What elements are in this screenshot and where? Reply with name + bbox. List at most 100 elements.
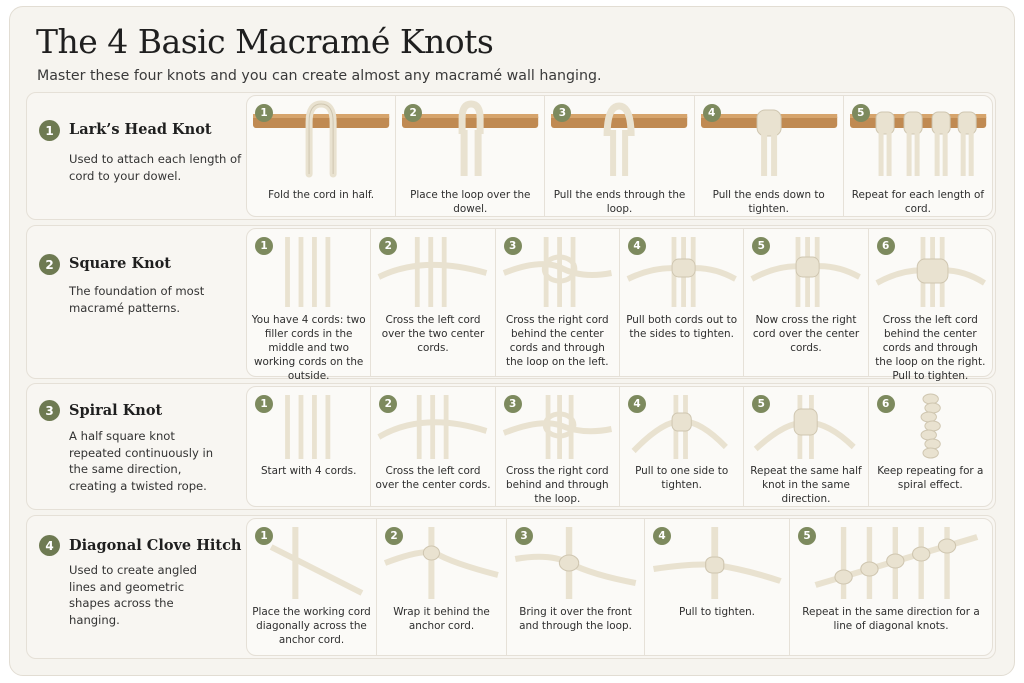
step-illustration	[624, 233, 739, 309]
step-number-badge: 6	[876, 395, 895, 413]
step-number-badge: 1	[255, 237, 273, 255]
step-illustration	[748, 391, 863, 461]
knot-steps: 1 Fold the cord in half. 2	[246, 95, 993, 217]
knot-row-square: 2 Square Knot The foundation of most mac…	[26, 225, 996, 382]
knot-steps: 1 You have 4 cords: two filler cords in …	[246, 228, 993, 382]
step-illustration	[873, 391, 988, 461]
step-panel: 6 Keep repeating for a spiral effect.	[869, 387, 992, 506]
step-panel: 2 Cross the left cord over the center co…	[371, 387, 496, 506]
knot-description: A half square knot repeated continuously…	[69, 429, 214, 493]
step-panel: 3 Bring it over the front and through th…	[507, 519, 645, 655]
step-number-badge: 2	[385, 527, 403, 545]
step-caption: Pull to one side to tighten.	[635, 465, 729, 491]
step-number-badge: 6	[876, 237, 895, 255]
step-panel: 3 Cross the right cord behind and throug…	[496, 387, 620, 506]
knot-row-diagonal-clove-hitch: 4 Diagonal Clove Hitch Used to create an…	[26, 515, 996, 659]
step-panel: 4 Pull to tighten.	[645, 519, 790, 655]
step-panel: 1 Start with 4 cords.	[247, 387, 372, 506]
step-panel: 2 Wrap it behind the anchor cord.	[377, 519, 507, 655]
step-caption: Repeat for each length of cord.	[851, 189, 985, 215]
step-number-badge: 5	[752, 237, 771, 255]
step-caption: Place the working cord diagonally across…	[252, 606, 371, 646]
step-caption: Repeat in the same direction for a line …	[802, 606, 980, 632]
step-panel: 4 Pull both cords out to the sides to ti…	[620, 229, 745, 376]
knot-steps: 1 Place the working cord diagonally acro…	[246, 518, 993, 656]
step-illustration	[649, 523, 785, 601]
step-caption: Pull the ends down to tighten.	[712, 189, 825, 215]
step-panel: 1 Place the working cord diagonally acro…	[247, 519, 377, 655]
step-illustration	[699, 100, 839, 178]
step-panel: 5 Now cross the right cord over the cent…	[744, 229, 869, 376]
knot-number-badge: 3	[39, 400, 60, 421]
step-illustration	[251, 100, 391, 178]
step-caption: Cross the right cord behind the center c…	[506, 314, 609, 368]
knot-description: Used to create angled lines and geometri…	[69, 563, 198, 627]
step-illustration	[873, 233, 988, 309]
step-panel: 3 Cross the right cord behind the center…	[496, 229, 620, 376]
step-caption: Cross the right cord behind and through …	[506, 465, 609, 505]
step-panel: 1 You have 4 cords: two filler cords in …	[247, 229, 372, 382]
step-illustration	[381, 523, 502, 601]
step-panel: 2 Place the loop over the dowel.	[396, 96, 546, 216]
step-number-badge: 1	[255, 527, 273, 545]
step-number-badge: 3	[503, 237, 522, 255]
knot-row-spiral: 3 Spiral Knot A half square knot repeate…	[26, 383, 996, 510]
step-caption: Repeat the same half knot in the same di…	[750, 465, 862, 505]
step-number-badge: 2	[379, 237, 398, 255]
step-illustration	[400, 100, 540, 178]
knot-steps: 1 Start with 4 cords. 2 Cross the left c…	[246, 386, 993, 507]
knot-number-badge: 4	[39, 535, 60, 556]
step-caption: Bring it over the front and through the …	[519, 606, 632, 632]
step-caption: Start with 4 cords.	[260, 465, 357, 477]
knot-title: Diagonal Clove Hitch	[69, 537, 242, 554]
step-illustration	[624, 391, 739, 461]
knot-description: The foundation of most macramé patterns.	[69, 284, 205, 315]
step-panel: 1 Fold the cord in half.	[247, 96, 397, 216]
step-illustration	[251, 233, 366, 309]
step-number-badge: 1	[255, 395, 273, 413]
step-panel: 3 Pull the ends through the loop.	[545, 96, 695, 216]
step-illustration	[511, 523, 640, 601]
step-caption: You have 4 cords: two filler cords in th…	[251, 314, 366, 382]
step-number-badge: 4	[627, 237, 646, 255]
step-illustration	[251, 391, 366, 461]
step-caption: Wrap it behind the anchor cord.	[393, 606, 490, 632]
step-number-badge: 2	[404, 104, 423, 122]
step-illustration	[375, 391, 490, 461]
step-caption: Cross the left cord behind the center co…	[875, 314, 986, 382]
page-title: The 4 Basic Macramé Knots	[36, 22, 494, 61]
step-caption: Keep repeating for a spiral effect.	[877, 465, 984, 491]
knot-description: Used to attach each length of cord to yo…	[69, 152, 242, 183]
step-caption: Pull to tighten.	[679, 606, 755, 618]
step-panel: 4 Pull the ends down to tighten.	[695, 96, 844, 216]
step-caption: Cross the left cord over the center cord…	[375, 465, 491, 491]
step-caption: Fold the cord in half.	[268, 189, 375, 201]
knot-row-larks-head: 1 Lark’s Head Knot Used to attach each l…	[26, 92, 996, 220]
step-panel: 5 Repeat for each leng	[844, 96, 992, 216]
step-illustration	[794, 523, 988, 601]
step-panel: 5 Repeat the same half knot in the same …	[744, 387, 869, 506]
step-illustration	[500, 233, 615, 309]
step-number-badge: 4	[702, 104, 721, 122]
knot-title: Square Knot	[69, 255, 171, 272]
step-illustration	[549, 100, 689, 178]
step-illustration	[500, 391, 615, 461]
step-panel: 4 Pull to one side to tighten.	[620, 387, 745, 506]
step-number-badge: 2	[379, 395, 398, 413]
step-caption: Pull the ends through the loop.	[553, 189, 686, 215]
step-illustration	[251, 523, 372, 601]
step-number-badge: 3	[515, 527, 533, 545]
step-caption: Pull both cords out to the sides to tigh…	[626, 314, 738, 340]
step-panel: 5 Repeat in the same directio	[790, 519, 992, 655]
page-subtitle: Master these four knots and you can crea…	[37, 68, 602, 84]
step-number-badge: 5	[851, 104, 870, 122]
step-caption: Now cross the right cord over the center…	[752, 314, 860, 354]
knot-title: Lark’s Head Knot	[69, 121, 212, 138]
step-caption: Cross the left cord over the two center …	[381, 314, 485, 354]
step-number-badge: 4	[653, 527, 671, 545]
knot-number-badge: 1	[39, 120, 60, 141]
knot-title: Spiral Knot	[69, 402, 163, 419]
step-number-badge: 4	[627, 395, 646, 413]
step-panel: 2 Cross the left cord over the two cente…	[371, 229, 496, 376]
step-number-badge: 3	[503, 395, 522, 413]
